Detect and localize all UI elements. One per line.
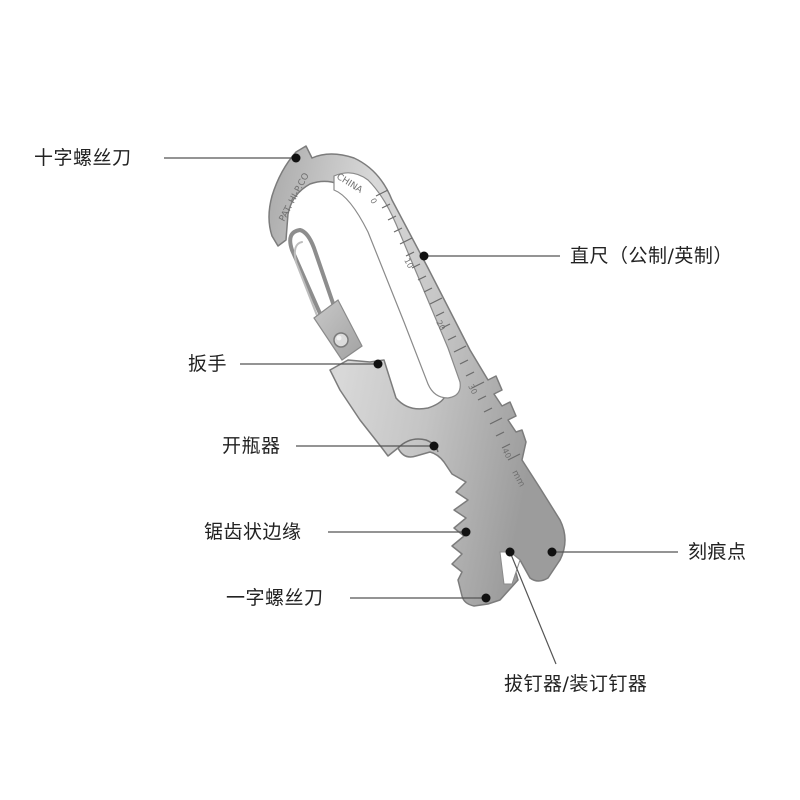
dot-staple-remover <box>505 547 515 557</box>
rivet <box>333 332 349 348</box>
scale-mark-0: 0 <box>368 197 378 206</box>
scale-mark-40: 40 <box>500 447 513 460</box>
scale-mark-10: 10 <box>402 257 415 270</box>
label-staple-remover: 拔钉器/装订钉器 <box>504 673 648 695</box>
tool-body <box>268 145 566 607</box>
dot-bottle-opener <box>429 441 439 451</box>
carabiner-cutout <box>333 172 461 399</box>
label-ruler: 直尺（公制/英制） <box>570 245 733 267</box>
dot-serrated-edge <box>461 527 471 537</box>
dot-scribe-point <box>547 547 557 557</box>
ruler-ticks <box>375 189 521 461</box>
leader-staple-remover <box>509 551 557 665</box>
dot-cross-screwdriver <box>291 153 301 163</box>
carabiner-gate <box>288 227 338 320</box>
dot-flat-screwdriver <box>481 593 491 603</box>
carabiner-gate-inner <box>293 241 319 319</box>
label-flat-screwdriver: 一字螺丝刀 <box>226 587 324 609</box>
scale-mark-20: 20 <box>434 319 447 332</box>
label-bottle-opener: 开瓶器 <box>222 435 281 457</box>
label-cross-screwdriver: 十字螺丝刀 <box>34 147 132 169</box>
scale-mark-30: 30 <box>466 383 479 396</box>
dot-ruler <box>419 251 429 261</box>
label-wrench: 扳手 <box>188 353 228 375</box>
dot-wrench <box>373 359 383 369</box>
leader-lines <box>164 157 678 665</box>
callout-dots <box>291 153 557 603</box>
label-scribe-point: 刻痕点 <box>688 541 747 563</box>
label-serrated-edge: 锯齿状边缘 <box>204 521 302 543</box>
gate-tab <box>313 299 363 361</box>
